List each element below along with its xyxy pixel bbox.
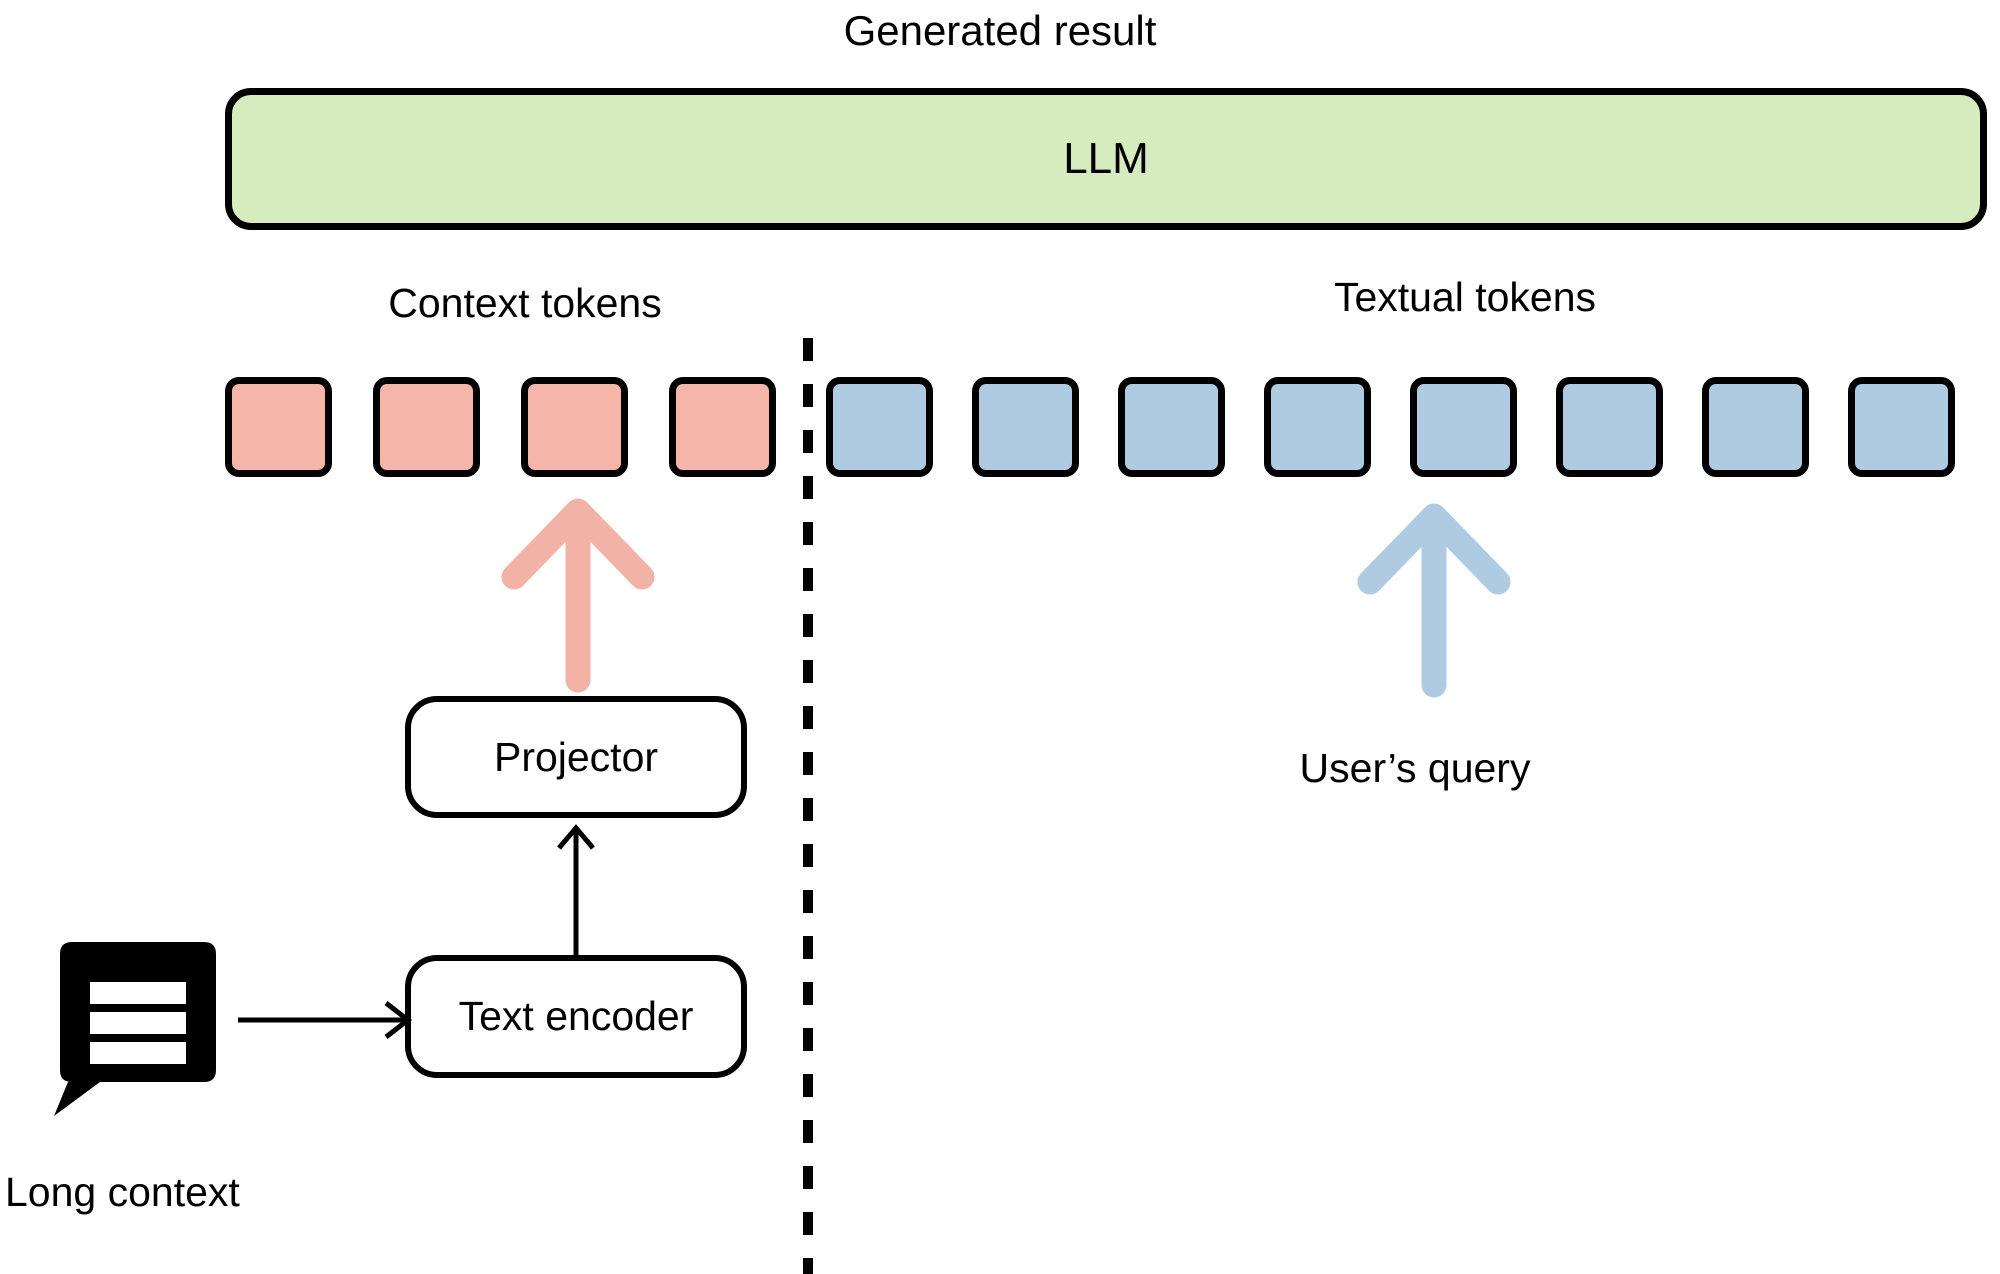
long-context-label: Long context [5,1169,240,1215]
page-title: Generated result [843,7,1157,54]
context-token-row [225,377,817,477]
long-context-to-text-encoder-arrow [238,1001,413,1039]
textual-token [1410,377,1517,477]
textual-token [1848,377,1955,477]
text-encoder-to-projector-arrow [557,824,595,956]
textual-token [1264,377,1371,477]
llm-block: LLM [225,88,1987,230]
text-encoder-block-label: Text encoder [458,993,694,1039]
speech-bubble-lines-icon [54,942,216,1116]
textual-token [972,377,1079,477]
projector-block: Projector [405,696,747,818]
context-token [521,377,628,477]
text-encoder-block: Text encoder [405,955,747,1078]
vertical-dashed-divider [803,338,813,1274]
textual-tokens-label: Textual tokens [1333,274,1597,320]
textual-token [1556,377,1663,477]
llm-block-label: LLM [1063,134,1149,183]
textual-token [1118,377,1225,477]
context-token [373,377,480,477]
textual-token [1702,377,1809,477]
context-token [225,377,332,477]
context-tokens-label: Context tokens [388,280,662,326]
user-query-to-textual-tokens-arrow [1357,503,1511,698]
projector-to-context-tokens-arrow [501,498,655,693]
context-token [669,377,776,477]
projector-block-label: Projector [493,733,659,780]
users-query-label: User’s query [1299,745,1531,791]
textual-token-row [826,377,1994,477]
textual-token [826,377,933,477]
